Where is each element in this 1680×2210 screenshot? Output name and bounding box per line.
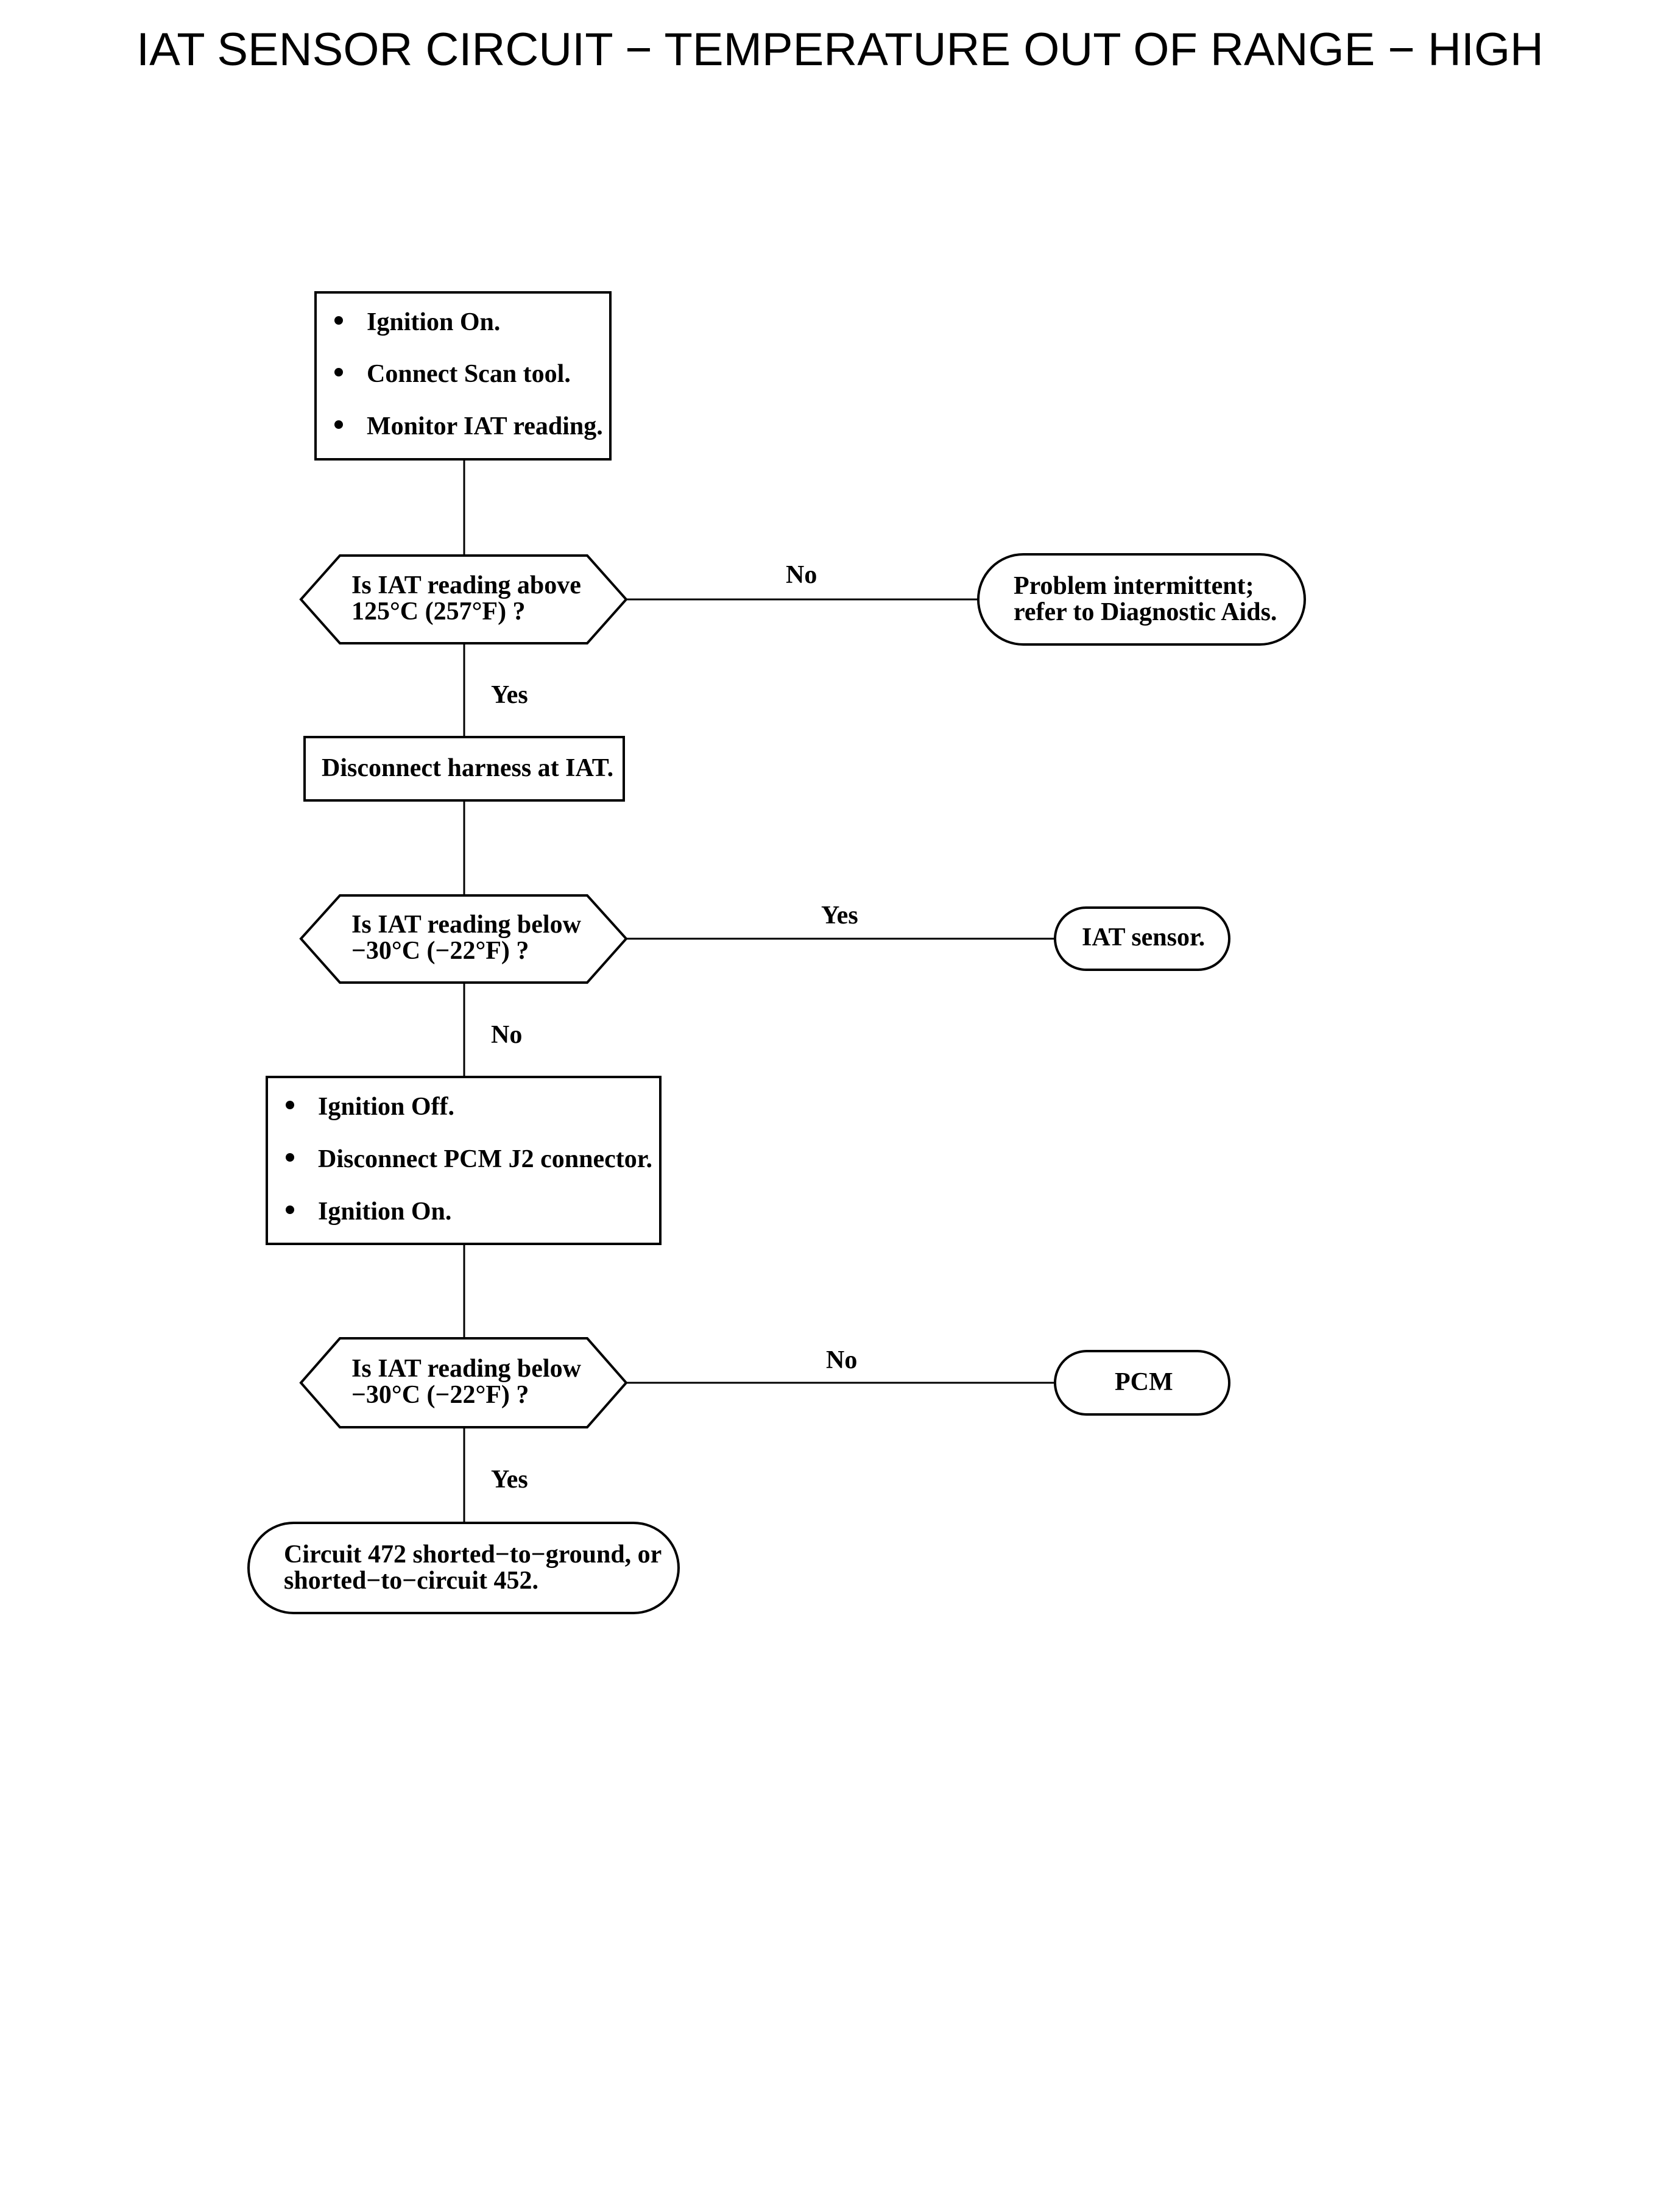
step1-item: Monitor IAT reading. xyxy=(367,412,603,440)
bullet-icon xyxy=(334,316,343,325)
decision2-line: Is IAT reading below xyxy=(351,911,582,939)
decision1-hexagon xyxy=(299,554,628,644)
result2-text: IAT sensor. xyxy=(1082,923,1205,951)
decision2-yes-label: Yes xyxy=(821,902,858,930)
step2-box xyxy=(303,736,625,802)
decision3-no-label: No xyxy=(826,1346,857,1374)
result1-line: refer to Diagnostic Aids. xyxy=(1014,598,1277,626)
result1-terminal xyxy=(977,553,1306,646)
step1-box xyxy=(314,291,612,461)
step3-item: Ignition On. xyxy=(318,1198,451,1226)
step3-box xyxy=(266,1076,662,1245)
result4-line: shorted−to−circuit 452. xyxy=(284,1567,538,1595)
bullet-icon xyxy=(286,1101,294,1109)
decision2-hexagon xyxy=(299,894,628,984)
result1-line: Problem intermittent; xyxy=(1014,572,1254,600)
decision3-line: Is IAT reading below xyxy=(351,1355,582,1383)
step3-item: Ignition Off. xyxy=(318,1093,454,1121)
page-title: IAT SENSOR CIRCUIT − TEMPERATURE OUT OF … xyxy=(136,24,1544,76)
decision1-no-label: No xyxy=(786,561,817,589)
decision3-hexagon xyxy=(299,1337,628,1428)
decision2-no-label: No xyxy=(491,1021,522,1049)
result3-terminal xyxy=(1054,1350,1230,1416)
result2-terminal xyxy=(1054,906,1230,971)
bullet-icon xyxy=(286,1206,294,1214)
decision1-line: 125°C (257°F) ? xyxy=(351,598,526,626)
bullet-icon xyxy=(334,368,343,376)
step2-text: Disconnect harness at IAT. xyxy=(322,754,613,782)
decision3-line: −30°C (−22°F) ? xyxy=(351,1381,529,1409)
result4-terminal xyxy=(247,1522,680,1614)
result4-line: Circuit 472 shorted−to−ground, or xyxy=(284,1541,662,1569)
decision1-line: Is IAT reading above xyxy=(351,571,581,599)
step1-item: Ignition On. xyxy=(367,308,500,336)
step1-item: Connect Scan tool. xyxy=(367,360,571,388)
step3-item: Disconnect PCM J2 connector. xyxy=(318,1145,652,1173)
bullet-icon xyxy=(334,420,343,429)
bullet-icon xyxy=(286,1153,294,1162)
result3-text: PCM xyxy=(1115,1368,1173,1396)
decision1-yes-label: Yes xyxy=(491,681,528,709)
decision2-line: −30°C (−22°F) ? xyxy=(351,937,529,965)
decision3-yes-label: Yes xyxy=(491,1466,528,1494)
